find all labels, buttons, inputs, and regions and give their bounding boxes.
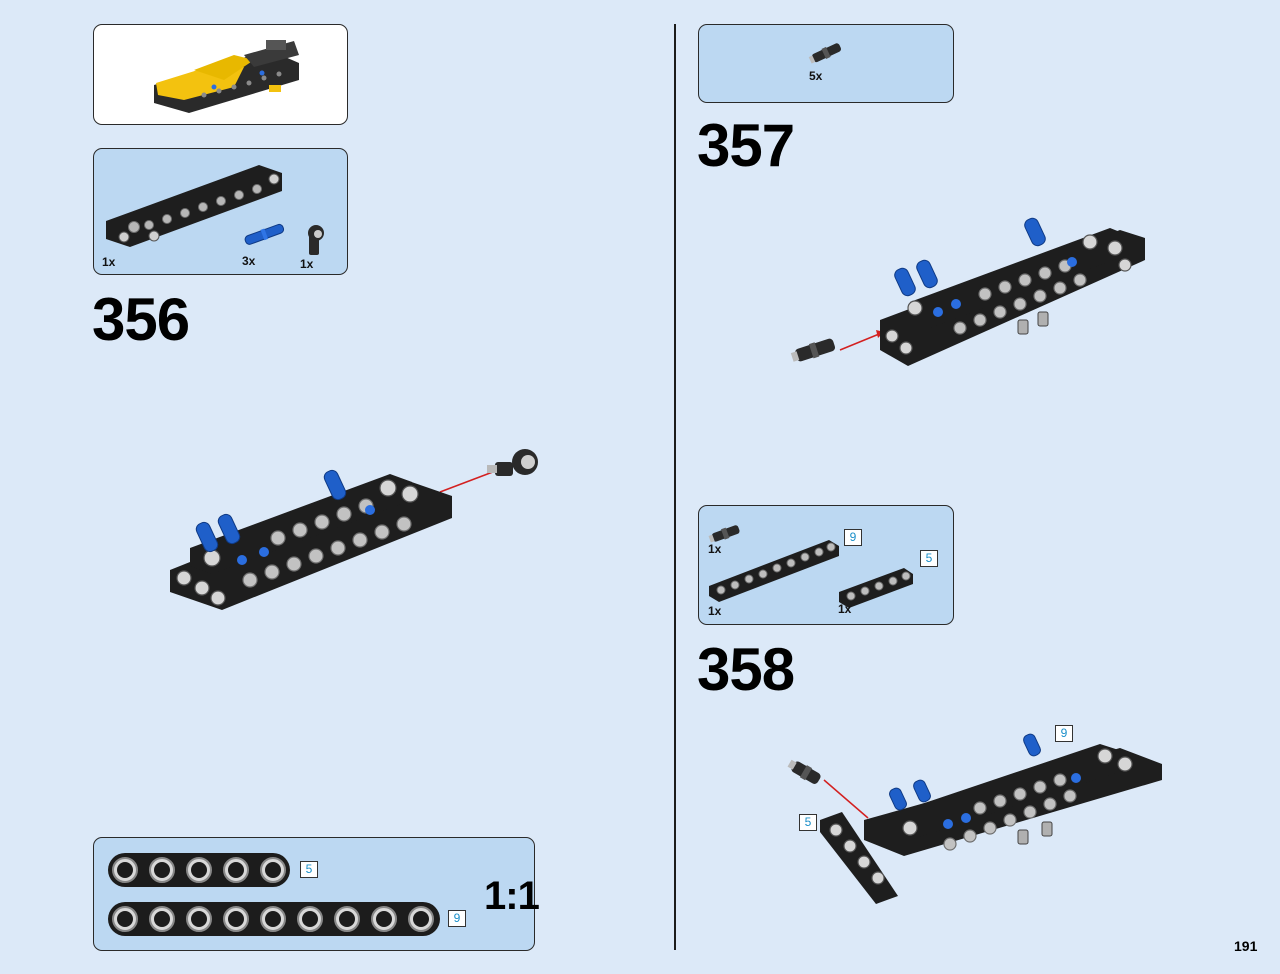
- beam-part-image: [106, 165, 282, 247]
- page-divider: [674, 24, 676, 950]
- step-number-357: 357: [697, 112, 795, 179]
- beam-9-part-image: [709, 540, 839, 602]
- part-qty-beam-5: 1x: [838, 602, 852, 616]
- page-number: 191: [1234, 938, 1258, 954]
- part-length-9: 9: [844, 529, 862, 546]
- step-356-assembly-image: [170, 449, 538, 610]
- part-qty-beam-9: 1x: [708, 604, 722, 618]
- step-357-parts-box: 5x: [698, 24, 954, 103]
- part-length-5: 5: [920, 550, 938, 567]
- yellow-subassembly-image: [154, 40, 299, 113]
- beam-9-ruler-image: [108, 902, 440, 936]
- part-qty-blue-pin: 3x: [242, 254, 256, 268]
- scale-ruler-box: 5 9 1:1: [93, 837, 540, 951]
- black-axle-pin-part-image: [808, 43, 842, 64]
- scale-label: 1:1: [484, 874, 540, 918]
- blue-pin-part-image: [244, 223, 285, 245]
- step-358-assembly-image: [787, 733, 1162, 904]
- ruler-length-9: 9: [448, 910, 466, 927]
- angle-connector-part-image: [308, 225, 324, 255]
- part-qty-angle-connector: 1x: [300, 257, 314, 271]
- beam-5-ruler-image: [108, 853, 290, 887]
- subassembly-preview-box: [93, 24, 348, 125]
- step-358-parts-box: 1x 1x 1x 9 5: [698, 505, 954, 625]
- callout-length-5: 5: [799, 814, 817, 831]
- step-number-358: 358: [697, 636, 795, 703]
- black-axle-pin-part-image-2: [708, 525, 740, 543]
- step-356-parts-box: 1x 3x 1x: [93, 148, 348, 275]
- part-qty-axle-pin-358: 1x: [708, 542, 722, 556]
- part-qty-axle-pin: 5x: [809, 69, 823, 83]
- step-number-356: 356: [92, 286, 190, 353]
- ruler-length-5: 5: [300, 861, 318, 878]
- part-qty-beam: 1x: [102, 255, 116, 269]
- step-357-assembly-image: [790, 217, 1145, 366]
- beam-5-part-image: [839, 568, 913, 608]
- callout-length-9: 9: [1055, 725, 1073, 742]
